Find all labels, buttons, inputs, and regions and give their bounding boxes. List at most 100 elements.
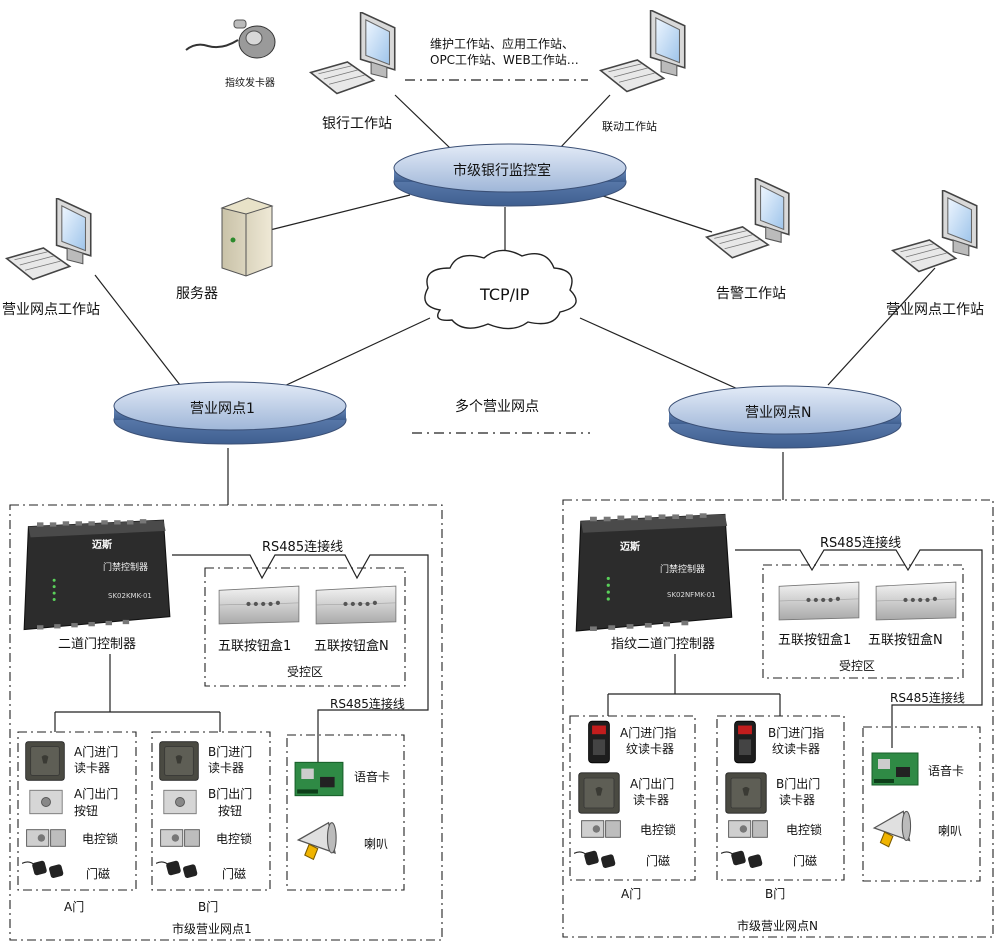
branchN-disc: 营业网点N xyxy=(668,385,902,449)
site1-door-b-exit-button-icon xyxy=(163,789,197,815)
alarm-workstation-icon xyxy=(705,178,790,259)
siteN-door-b-magnet-label: 门磁 xyxy=(793,853,817,868)
siteN-voice-card-label: 语音卡 xyxy=(928,763,964,778)
siteN-controller-label: 指纹二道门控制器 xyxy=(611,637,715,652)
site1-rs485-top-label: RS485连接线 xyxy=(262,539,343,555)
siteN-door-a-fp-line1: A门进门指 xyxy=(620,725,676,740)
bank-workstation-icon xyxy=(309,12,396,95)
branch1-label: 营业网点1 xyxy=(190,401,255,417)
site1-door-a-label: A门 xyxy=(64,899,84,914)
siteN-speaker-icon xyxy=(873,810,912,848)
site1-controller-model: SK02KMK-01 xyxy=(108,592,152,600)
site1-boundary xyxy=(9,504,443,941)
site1-controller-brand: 迈斯 xyxy=(92,538,112,551)
site1-controlled-zone-label: 受控区 xyxy=(287,665,323,679)
site1-button-box-n-label: 五联按钮盒N xyxy=(314,638,389,654)
siteN-rs485-top-label: RS485连接线 xyxy=(820,535,901,551)
site1-door-b-reader-icon xyxy=(159,741,199,781)
site1-door-a-lock-icon xyxy=(26,829,66,847)
siteN-button-box-1-icon xyxy=(778,581,860,621)
site1-door-a-lock-label: 电控锁 xyxy=(82,831,118,846)
site1-door-a-magnet-label: 门磁 xyxy=(86,866,110,881)
siteN-door-a-boundary xyxy=(569,715,696,881)
siteN-controller-model: SK02NFMK-01 xyxy=(667,591,716,599)
siteN-door-b-exit-reader-icon xyxy=(725,772,767,814)
siteN-boundary xyxy=(562,499,994,938)
siteN-controlled-zone-boundary xyxy=(762,564,964,679)
left-branch-workstation-icon xyxy=(5,198,92,281)
siteN-controlled-zone-label: 受控区 xyxy=(839,659,875,673)
site1-door-b-button-line2: 按钮 xyxy=(218,803,242,818)
linkage-workstation-label: 联动工作站 xyxy=(602,119,657,133)
siteN-door-a-label: A门 xyxy=(621,886,641,901)
site1-door-b-reader-line2: 读卡器 xyxy=(208,761,244,775)
right-branch-workstation-icon xyxy=(891,190,978,273)
site1-door-b-lock-icon xyxy=(160,829,200,847)
site1-voice-boundary xyxy=(286,734,405,891)
site1-door-b-magnet-icon xyxy=(156,859,199,880)
site1-caption: 市级营业网点1 xyxy=(172,921,252,936)
siteN-door-a-fingerprint-reader-icon xyxy=(588,720,610,764)
workstations-note-line2: OPC工作站、WEB工作站… xyxy=(430,53,579,67)
server-icon xyxy=(220,197,274,277)
siteN-door-b-fingerprint-reader-icon xyxy=(734,720,756,764)
siteN-button-box-1-label: 五联按钮盒1 xyxy=(778,632,851,648)
siteN-door-b-reader-line1: B门出门 xyxy=(776,776,820,791)
siteN-door-b-reader-line2: 读卡器 xyxy=(779,793,815,807)
bank-workstation-label: 银行工作站 xyxy=(322,116,392,132)
monitor-room-label: 市级银行监控室 xyxy=(453,162,551,179)
site1-door-a-button-line1: A门出门 xyxy=(74,786,118,801)
siteN-door-b-boundary xyxy=(716,715,845,881)
site1-door-a-reader-line2: 读卡器 xyxy=(74,761,110,775)
siteN-voice-card-icon xyxy=(871,752,919,786)
siteN-door-links xyxy=(607,654,781,716)
site1-controlled-zone-boundary xyxy=(204,567,406,687)
siteN-door-b-lock-label: 电控锁 xyxy=(786,822,822,837)
tcp-ip-label: TCP/IP xyxy=(479,285,530,304)
siteN-rs485-top-line xyxy=(735,549,983,748)
right-branch-workstation-label: 营业网点工作站 xyxy=(886,302,984,318)
siteN-door-b-lock-icon xyxy=(728,820,768,838)
multiple-branches-label: 多个营业网点 xyxy=(455,398,539,415)
server-label: 服务器 xyxy=(176,286,218,302)
fingerprint-issuer-label: 指纹发卡器 xyxy=(225,76,275,89)
site1-voice-card-icon xyxy=(294,761,344,797)
siteN-door-b-fp-line1: B门进门指 xyxy=(768,725,824,740)
siteN-door-a-lock-label: 电控锁 xyxy=(640,822,676,837)
site1-door-a-reader-line1: A门进门 xyxy=(74,744,118,759)
siteN-door-a-reader-line2: 读卡器 xyxy=(633,793,669,807)
siteN-speaker-label: 喇叭 xyxy=(938,823,962,838)
siteN-door-b-fp-line2: 纹读卡器 xyxy=(772,742,820,756)
site1-door-b-boundary xyxy=(151,731,271,891)
monitor-room-disc: 市级银行监控室 xyxy=(393,143,627,207)
site1-door-links xyxy=(54,654,221,732)
site1-button-box-1-label: 五联按钮盒1 xyxy=(218,638,291,654)
site1-button-box-n-icon xyxy=(315,585,397,625)
tcp-ip-cloud: TCP/IP xyxy=(424,249,577,330)
site1-controller-label: 二道门控制器 xyxy=(58,637,136,652)
siteN-door-a-fp-line2: 纹读卡器 xyxy=(626,742,674,756)
siteN-door-a-magnet-label: 门磁 xyxy=(646,853,670,868)
site1-controller-panel: 门禁控制器 xyxy=(103,561,148,573)
site1-door-b-magnet-label: 门磁 xyxy=(222,866,246,881)
branchN-label: 营业网点N xyxy=(745,405,811,421)
siteN-button-box-n-icon xyxy=(875,581,957,621)
siteN-door-b-label: B门 xyxy=(765,886,785,901)
siteN-controller-panel: 门禁控制器 xyxy=(660,563,705,575)
site1-door-a-exit-button-icon xyxy=(29,789,63,815)
top-connections xyxy=(94,94,936,505)
site1-voice-card-label: 语音卡 xyxy=(354,769,390,784)
site1-speaker-label: 喇叭 xyxy=(364,836,388,851)
site1-button-box-1-icon xyxy=(218,585,300,625)
site1-door-b-reader-line1: B门进门 xyxy=(208,744,252,759)
alarm-workstation-label: 告警工作站 xyxy=(716,286,786,302)
site1-door-a-boundary xyxy=(17,731,137,891)
siteN-rs485-side-label: RS485连接线 xyxy=(890,690,965,705)
left-branch-workstation-label: 营业网点工作站 xyxy=(2,302,100,318)
workstations-note-line1: 维护工作站、应用工作站、 xyxy=(430,36,574,51)
site1-door-a-button-line2: 按钮 xyxy=(74,803,98,818)
site1-rs485-top-line xyxy=(172,554,429,762)
site1-door-a-magnet-icon xyxy=(22,859,65,880)
siteN-controller-icon: 迈斯 门禁控制器 SK02NFMK-01 xyxy=(575,512,733,632)
site1-door-b-label: B门 xyxy=(198,899,218,914)
